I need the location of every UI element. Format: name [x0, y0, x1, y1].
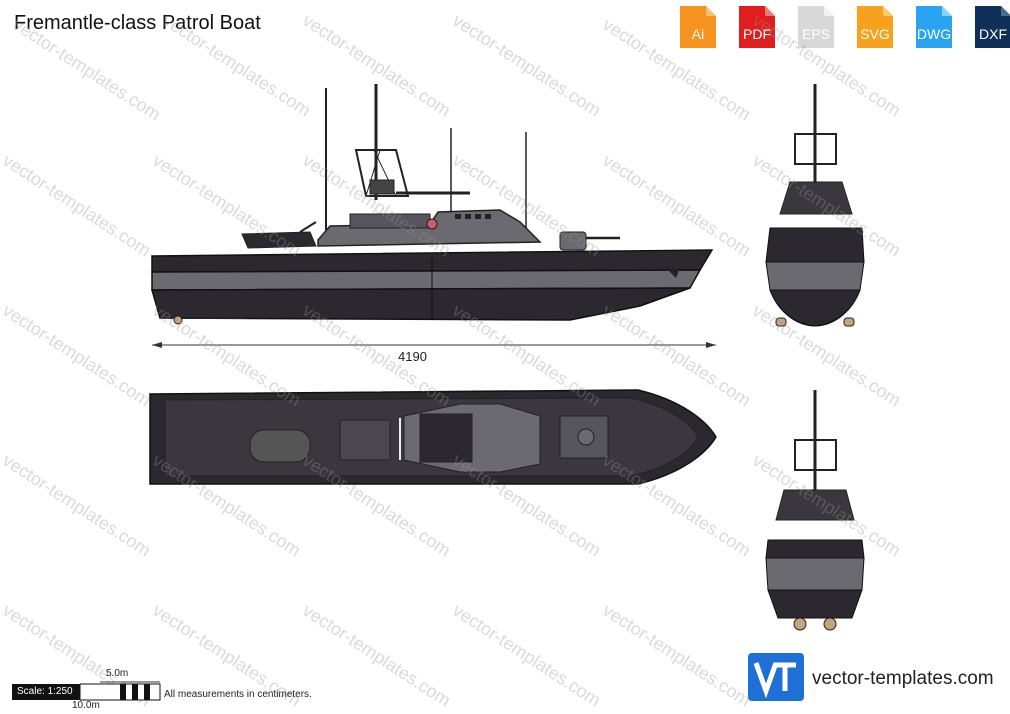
scale-label: Scale: 1:250 — [12, 684, 80, 700]
scale-5m-label: 5.0m — [106, 668, 129, 679]
format-pdf-button[interactable]: PDF — [731, 4, 783, 50]
measurement-note: All measurements in centimeters. — [164, 689, 312, 700]
front-view — [765, 84, 865, 327]
file-icon — [857, 6, 893, 48]
format-eps-button[interactable]: EPS — [790, 4, 842, 50]
file-icon — [916, 6, 952, 48]
rear-view — [765, 390, 865, 631]
file-icon — [680, 6, 716, 48]
scale-10m-label: 10.0m — [72, 700, 100, 711]
format-dwg-button[interactable]: DWG — [908, 4, 960, 50]
site-name[interactable]: vector-templates.com — [812, 668, 994, 689]
file-icon — [739, 6, 775, 48]
format-ai-button[interactable]: Ai — [672, 4, 724, 50]
scale-bar: Scale: 1:250 5.0m 10.0m — [12, 668, 162, 712]
length-dimension: 4190 — [398, 349, 427, 364]
format-svg-button[interactable]: SVG — [849, 4, 901, 50]
format-buttons: Ai PDF EPS SVG DWG DXF — [672, 4, 1010, 50]
page-title: Fremantle-class Patrol Boat — [14, 12, 261, 34]
scale-ruler — [80, 681, 161, 701]
file-icon — [798, 6, 834, 48]
format-dxf-button[interactable]: DXF — [967, 4, 1010, 50]
file-icon — [975, 6, 1010, 48]
vt-logo-icon[interactable] — [748, 653, 804, 701]
top-view — [149, 389, 717, 485]
side-view — [151, 84, 716, 348]
